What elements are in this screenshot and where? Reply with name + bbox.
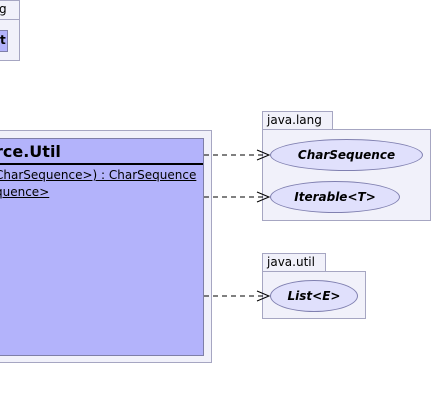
top-package-label: g xyxy=(0,2,7,16)
interface-charsequence[interactable]: CharSequence xyxy=(270,139,423,171)
arrowhead-charsequence xyxy=(256,149,271,161)
interface-iterable[interactable]: Iterable<T> xyxy=(270,181,400,213)
java-util-package-tab: java.util xyxy=(262,253,326,272)
java-util-package-label: java.util xyxy=(267,255,315,269)
interface-iterable-label: Iterable<T> xyxy=(294,190,376,204)
util-operation-1: CharSequence>) : CharSequence xyxy=(0,168,197,182)
interface-list[interactable]: List<E> xyxy=(270,280,358,312)
interface-charsequence-label: CharSequence xyxy=(297,148,396,162)
util-class[interactable]: rce.Util CharSequence>) : CharSequence q… xyxy=(0,138,204,356)
util-operation-2: quence> xyxy=(0,185,50,199)
top-package-class[interactable]: t xyxy=(0,30,8,52)
arrowhead-iterable xyxy=(256,191,271,203)
arrowhead-list xyxy=(256,290,271,302)
util-class-title: rce.Util xyxy=(0,142,61,161)
class-separator xyxy=(0,163,203,165)
interface-list-label: List<E> xyxy=(287,289,341,303)
top-package-class-label: t xyxy=(0,33,6,47)
java-lang-package-label: java.lang xyxy=(267,113,322,127)
